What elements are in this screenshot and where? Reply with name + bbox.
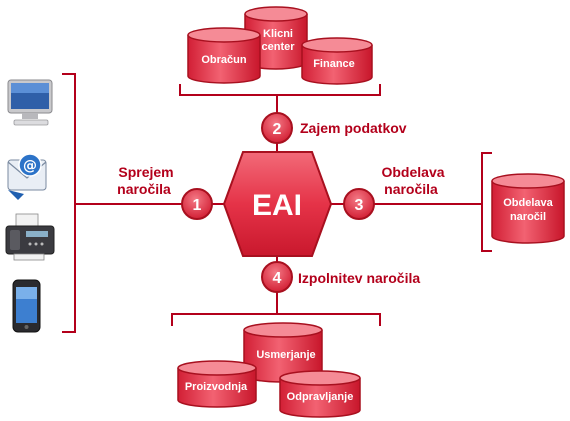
cylinder-obdelava-narocil-label-2: naročil [510, 211, 546, 223]
step-2-number: 2 [273, 121, 282, 138]
step-1: 1 Sprejem naročila [117, 164, 213, 220]
step-1-circle [181, 188, 213, 220]
mobile-phone-icon [12, 279, 41, 333]
hub-hexagon [222, 151, 333, 257]
cylinder-obdelava-narocil-label-1: Obdelava [503, 197, 553, 209]
channels-bracket [62, 73, 76, 333]
cylinder-klicni-center-label-2: center [261, 41, 295, 53]
cylinder-obracun-label: Obračun [201, 54, 247, 66]
top-systems: Klicni center Obračun Finance [187, 6, 373, 85]
cylinder-finance: Finance [301, 37, 373, 85]
cylinder-obdelava-narocil: Obdelava naročil [491, 173, 565, 244]
connector-lines [62, 73, 492, 333]
cylinder-proizvodnja: Proizvodnja [177, 360, 257, 408]
email-icon: @ [7, 153, 47, 200]
cylinder-odpravljanje-label: Odpravljanje [287, 391, 354, 403]
step-2-label: Zajem podatkov [300, 120, 407, 136]
hub-label: EAI [252, 189, 302, 222]
step-4-label: Izpolnitev naročila [298, 270, 420, 286]
step-3-circle [343, 188, 375, 220]
cylinder-obracun: Obračun [187, 27, 261, 84]
right-system-bracket [481, 152, 492, 252]
cylinder-odpravljanje: Odpravljanje [279, 370, 361, 418]
step-4: 4 Izpolnitev naročila [261, 261, 420, 293]
bottom-systems-bracket [171, 313, 381, 326]
cylinder-klicni-center-label-1: Klicni [263, 28, 293, 40]
step-4-number: 4 [273, 270, 282, 287]
step-2: 2 Zajem podatkov [261, 112, 407, 144]
step-1-number: 1 [193, 197, 202, 214]
cylinder-finance-label: Finance [313, 58, 355, 70]
desktop-computer-icon [7, 79, 53, 126]
step-1-label-line-2: naročila [117, 181, 171, 197]
step-3-label-line-1: Obdelava [381, 164, 444, 180]
cylinder-usmerjanje-label: Usmerjanje [256, 349, 315, 361]
step-3-number: 3 [355, 197, 364, 214]
fax-machine-icon [5, 213, 55, 261]
cylinder-proizvodnja-label: Proizvodnja [185, 381, 248, 393]
bottom-systems: Usmerjanje Proizvodnja Odpravljanje [177, 322, 361, 418]
svg-text:@: @ [23, 158, 37, 174]
step-3: 3 Obdelava naročila [343, 164, 445, 220]
step-3-label-line-2: naročila [384, 181, 438, 197]
cylinder-klicni-center: Klicni center [244, 6, 308, 70]
step-2-circle [261, 112, 293, 144]
eai-hub: EAI [222, 151, 333, 257]
top-systems-bracket [179, 84, 381, 96]
step-1-label-line-1: Sprejem [118, 164, 173, 180]
step-4-circle [261, 261, 293, 293]
